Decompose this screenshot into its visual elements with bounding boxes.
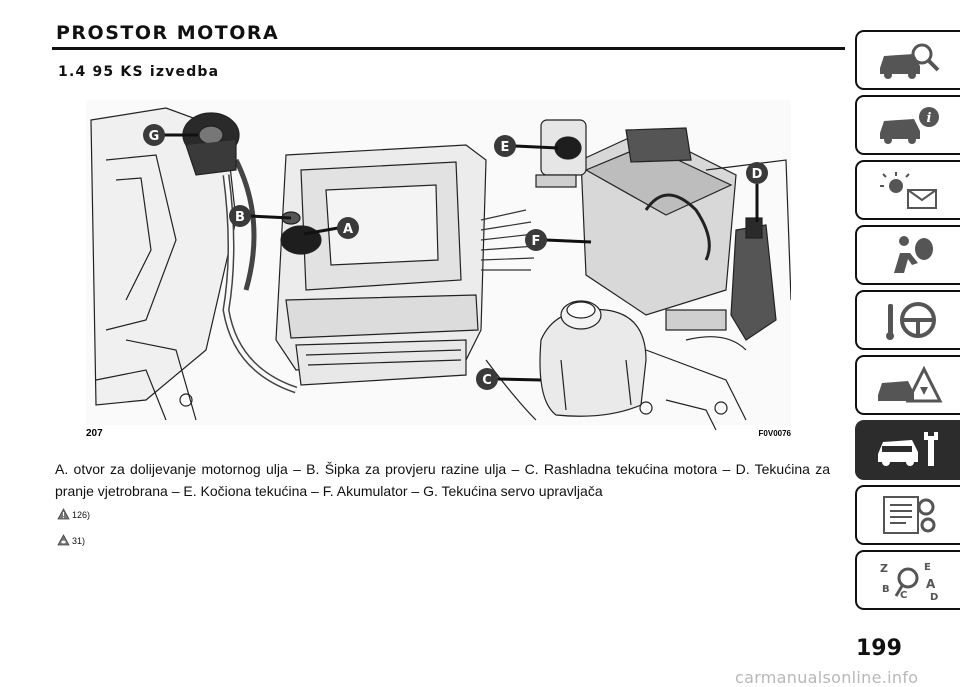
warning-triangle-icon: [57, 508, 70, 520]
callout-c-label: C: [482, 373, 492, 388]
note-ref: 31): [72, 536, 86, 546]
callout-d-marker: [746, 162, 768, 184]
callout-b-label: B: [235, 210, 245, 225]
car-wrench-icon: [877, 432, 938, 466]
tab-car-info[interactable]: i: [855, 95, 960, 155]
figure-caption: A. otvor za dolijevanje motornog ulja – …: [55, 461, 830, 499]
callout-f-group: F: [525, 229, 592, 251]
figure-code: F0V0076: [759, 429, 791, 438]
tab-index[interactable]: Z E B A C D: [855, 550, 960, 610]
callout-e-marker: [494, 135, 516, 157]
airbag-person-icon: [893, 236, 933, 273]
callout-a-marker: [337, 217, 359, 239]
tab-driving[interactable]: [855, 290, 960, 350]
tab-safety[interactable]: [855, 225, 960, 285]
svg-text:B: B: [882, 584, 890, 595]
svg-text:E: E: [924, 562, 931, 573]
callout-a-group: A: [303, 217, 359, 239]
lights-message-icon: [879, 172, 937, 209]
tab-lights-message[interactable]: [855, 160, 960, 220]
svg-text:A: A: [926, 577, 936, 591]
page-title: PROSTOR MOTORA: [56, 22, 280, 44]
callout-d-group: D: [746, 162, 768, 222]
callout-e-label: E: [501, 140, 510, 155]
oil-warning-triangle-icon: [57, 534, 70, 546]
car-info-icon: i: [879, 107, 939, 144]
section-title: 1.4 95 KS izvedba: [58, 64, 220, 80]
callout-f-label: F: [532, 234, 541, 249]
tab-car-search[interactable]: [855, 30, 960, 90]
callout-d-label: D: [752, 167, 763, 182]
callout-e-group: E: [494, 135, 559, 157]
alphabet-index-icon: Z E B A C D: [880, 562, 938, 602]
callout-c-marker: [476, 368, 498, 390]
steering-wheel-icon: [885, 302, 936, 340]
car-search-icon: [879, 43, 939, 79]
page-number: 199: [856, 636, 902, 661]
svg-text:Z: Z: [880, 562, 888, 575]
svg-text:D: D: [930, 592, 938, 602]
tab-emergency[interactable]: [855, 355, 960, 415]
watermark: carmanualsonline.info: [735, 668, 919, 687]
car-warning-icon: [877, 365, 942, 403]
document-gear-icon: [882, 496, 935, 534]
tab-technical-data[interactable]: [855, 485, 960, 545]
tab-maintenance[interactable]: [855, 420, 960, 480]
callout-g-group: G: [143, 124, 198, 146]
callout-c-group: C: [476, 368, 542, 390]
callout-b-group: B: [229, 205, 292, 227]
note-warning: 126): [57, 508, 90, 520]
callout-f-marker: [525, 229, 547, 251]
svg-text:i: i: [926, 111, 931, 126]
callout-g-marker: [143, 124, 165, 146]
engine-bay-figure: G B A E F D C: [86, 100, 791, 440]
note-ref: 126): [72, 510, 91, 520]
note-oil-warning: 31): [57, 534, 85, 546]
callout-a-label: A: [343, 222, 353, 237]
callout-g-label: G: [149, 129, 160, 144]
engine-bay-drawing: [86, 100, 791, 431]
title-divider: [52, 47, 845, 50]
svg-text:C: C: [900, 590, 907, 601]
callout-b-marker: [229, 205, 251, 227]
figure-number: 207: [86, 428, 103, 439]
